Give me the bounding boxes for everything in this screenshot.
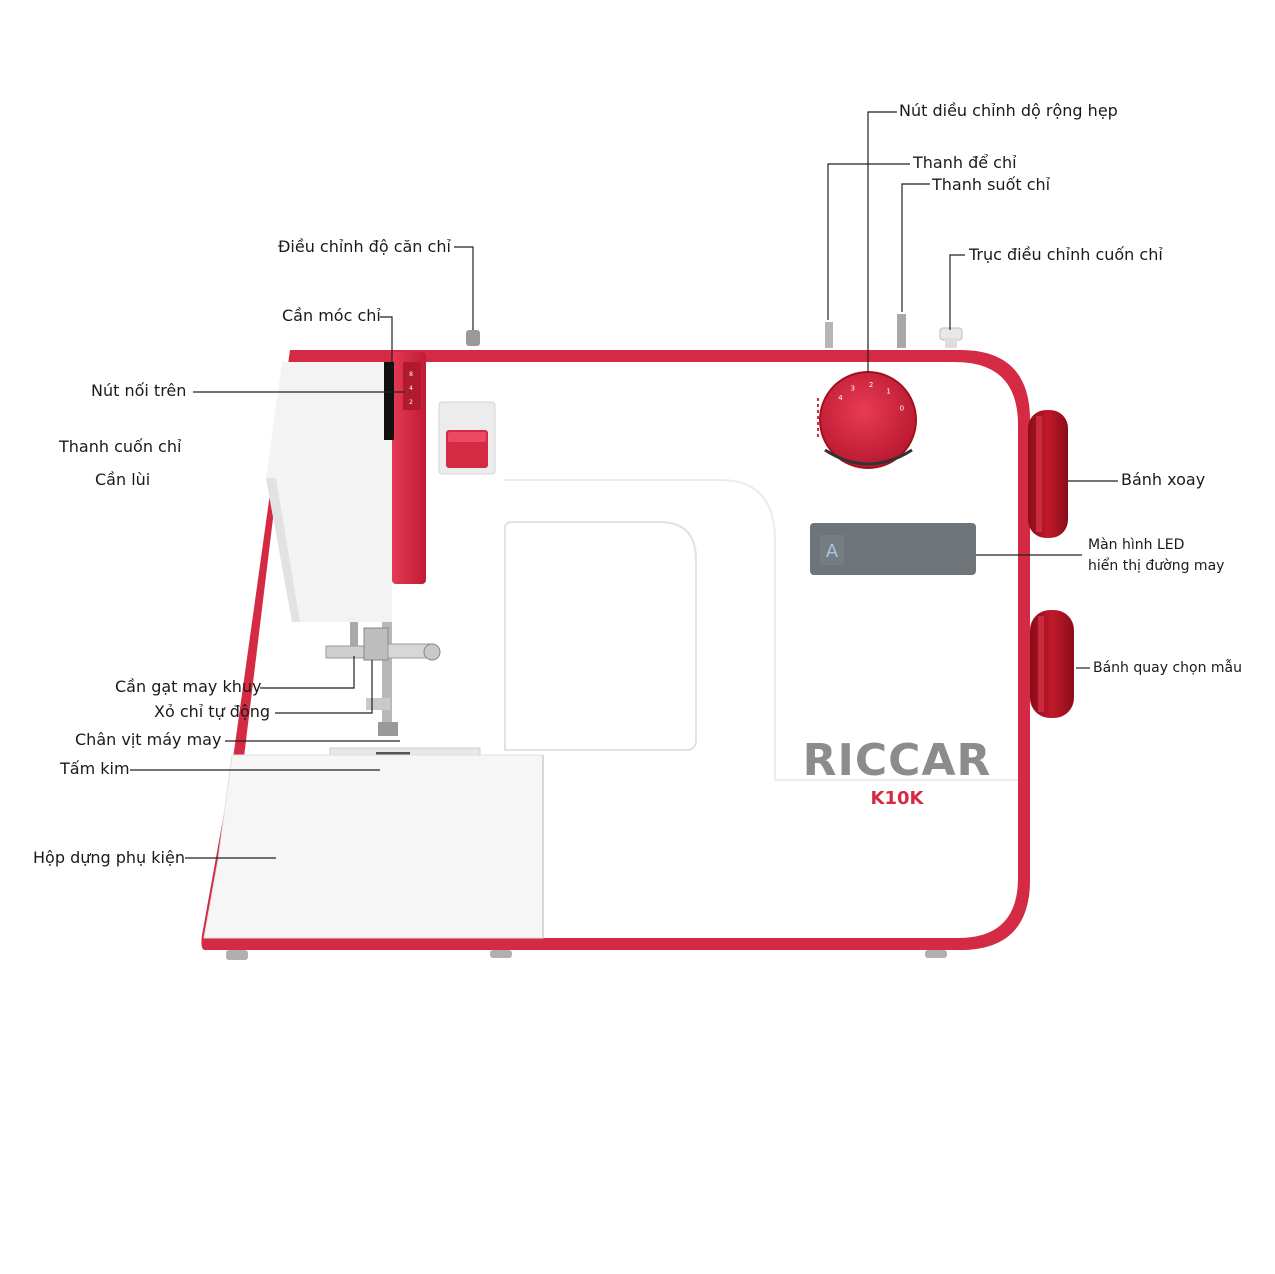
dial-number: 1 [886,388,890,396]
brand-name: RICCAR [803,735,992,786]
width-knob-numbers: 43 2 1 0 [838,381,904,413]
pattern-dial[interactable] [1030,610,1074,718]
label-handwheel: Bánh xoay [1121,470,1206,489]
dial-number: 4 [838,394,843,402]
model-name: K10K [871,788,925,809]
top-pins [466,314,963,348]
label-needle-plate: Tấm kim [60,759,130,778]
accessory-box [203,754,544,939]
dial-number: 3 [851,384,855,392]
label-led-line1: Màn hình LED [1088,537,1185,553]
width-knob[interactable] [820,372,916,468]
label-pattern-dial: Bánh quay chọn mẫu [1093,660,1243,676]
label-width-knob: Nút diều chỉnh dộ rộng hẹp [899,101,1118,120]
label-auto-threader: Xỏ chỉ tự động [154,702,271,721]
label-led-line2: hiển thị đường may [1088,558,1225,574]
led-letter: A [826,541,839,562]
machine-head [266,362,392,622]
label-top-button: Nút nối trên [91,381,187,400]
svg-text:8: 8 [409,371,413,378]
led-display [810,523,976,575]
dial-number: 0 [900,405,904,413]
arm-opening [504,521,697,751]
label-buttonhole-lever: Cần gạt may khuy [115,677,262,696]
svg-text:4: 4 [409,385,413,392]
label-accessory-box: Hộp dựng phụ kiện [33,848,185,867]
label-bobbin-winder: Thanh cuốn chỉ [59,437,182,456]
label-tension: Điều chỉnh độ căn chỉ [278,237,451,256]
svg-text:2: 2 [409,399,413,406]
label-take-up-lever: Cần móc chỉ [282,306,381,325]
label-thread-guide: Thanh suốt chỉ [932,175,1051,194]
label-bobbin-winder-shaft: Trục điều chỉnh cuốn chỉ [969,245,1163,264]
leader-lines [130,111,1118,859]
label-spool-pin: Thanh để chỉ [913,153,1017,172]
handwheel[interactable] [1028,410,1068,538]
dial-number: 2 [869,381,873,389]
needle-mechanism [325,622,441,736]
label-reverse-lever: Cần lùi [95,470,151,489]
label-presser-foot: Chân vịt máy may [75,730,222,749]
